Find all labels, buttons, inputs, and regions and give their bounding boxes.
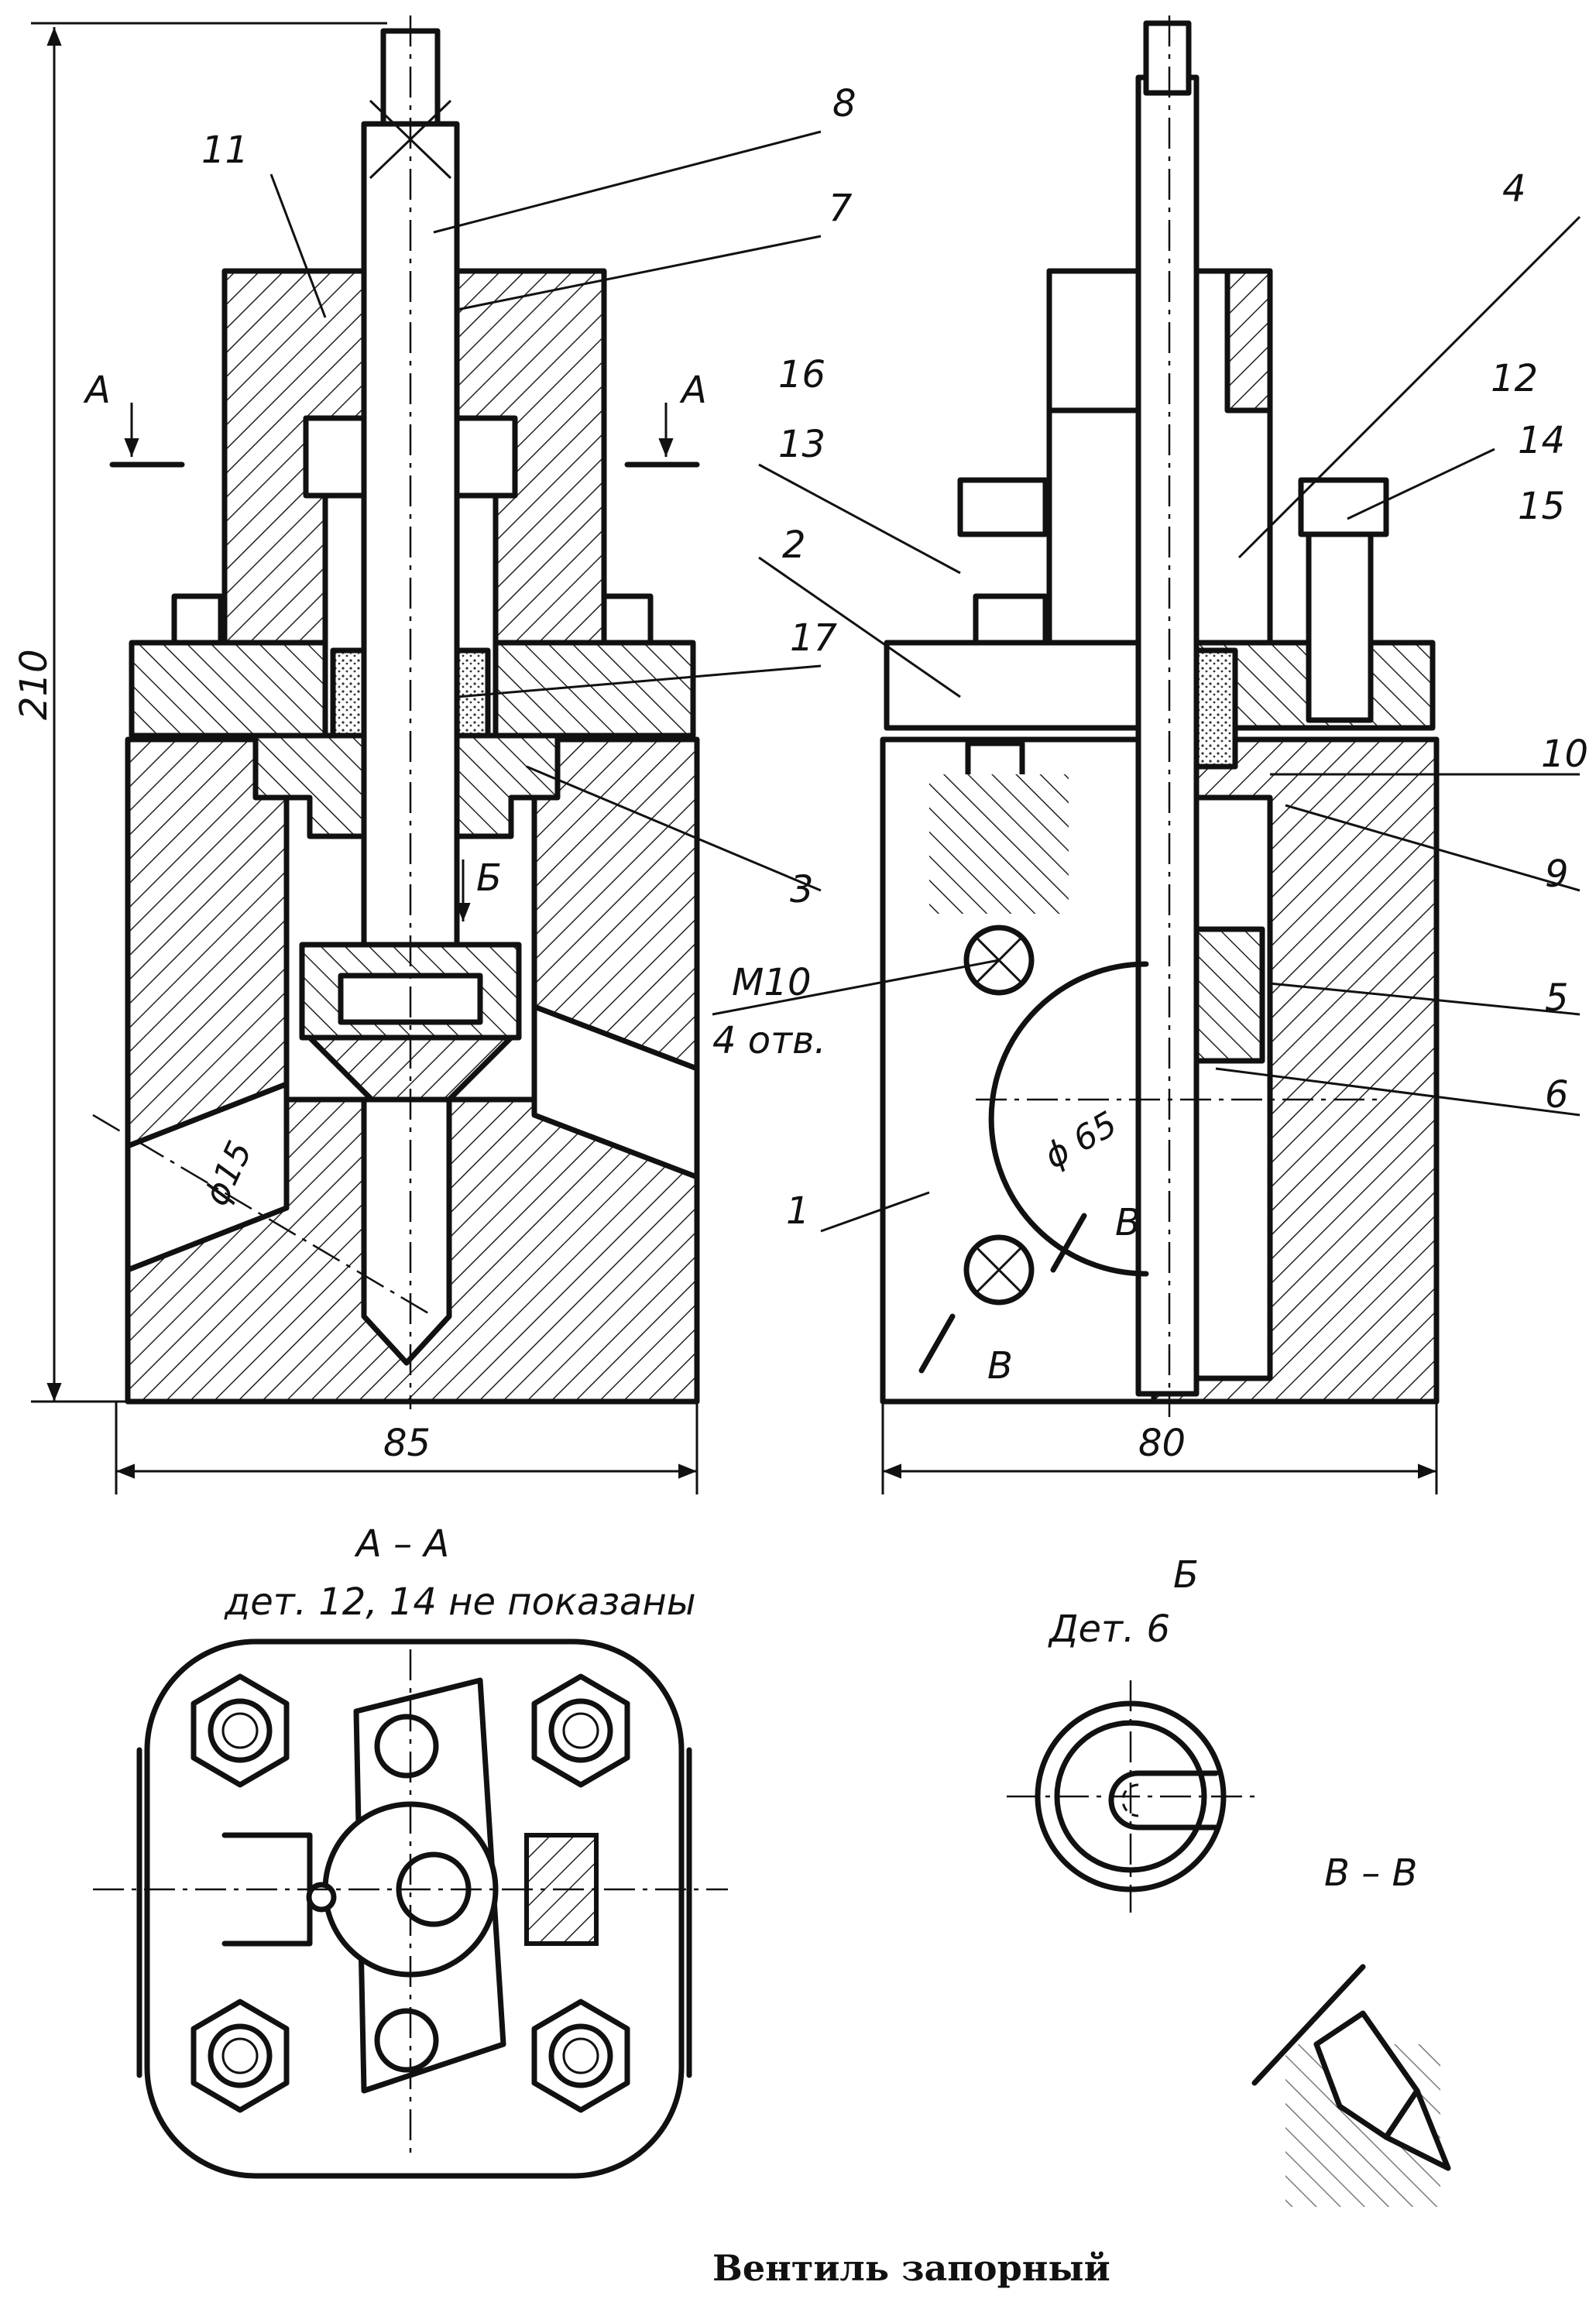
callout-16: 16 <box>778 353 825 396</box>
section-aa-view <box>93 1638 728 2179</box>
dim-thread: M10 <box>732 961 812 1004</box>
section-aa-note: дет. 12, 14 не показаны <box>224 1580 696 1624</box>
callout-11: 11 <box>201 129 249 172</box>
view-b-title: Б <box>1173 1553 1199 1597</box>
dimension-lines <box>31 22 1581 1494</box>
callout-4: 4 <box>1502 167 1526 211</box>
dim-width-front: 85 <box>383 1422 431 1465</box>
callout-12: 12 <box>1491 357 1538 400</box>
callout-14: 14 <box>1518 419 1565 462</box>
annotations: 8 7 11 4 16 13 2 12 14 15 17 3 10 9 5 6 … <box>12 82 1588 2289</box>
section-vv-view <box>1251 1964 1451 2207</box>
mark-b: Б <box>476 856 502 900</box>
mark-v-bottom: B <box>987 1344 1013 1388</box>
dim-width-side: 80 <box>1138 1422 1186 1465</box>
callout-5: 5 <box>1545 976 1569 1020</box>
callout-7: 7 <box>829 187 853 230</box>
section-vv-title: B – B <box>1324 1851 1417 1895</box>
mark-v-top: B <box>1115 1201 1141 1244</box>
view-b-note: Дет. 6 <box>1048 1608 1170 1651</box>
mark-a-left: A <box>83 369 111 412</box>
callout-8: 8 <box>832 82 856 125</box>
callout-9: 9 <box>1545 853 1569 896</box>
callout-3: 3 <box>790 868 814 911</box>
callout-17: 17 <box>790 616 838 660</box>
side-view <box>880 15 1440 1417</box>
dim-holes: 4 отв. <box>712 1019 826 1062</box>
drawing-caption: Вентиль запорный <box>712 2247 1110 2289</box>
dim-height: 210 <box>12 649 56 720</box>
callout-10: 10 <box>1541 733 1588 776</box>
callout-2: 2 <box>782 523 806 567</box>
callout-6: 6 <box>1545 1073 1569 1117</box>
front-section-view <box>92 15 700 1409</box>
callout-1: 1 <box>786 1189 810 1233</box>
mark-a-right: A <box>679 369 707 412</box>
callout-13: 13 <box>778 423 825 466</box>
view-b-detail <box>1007 1680 1254 1913</box>
callout-15: 15 <box>1518 485 1565 528</box>
section-aa-title: A – A <box>354 1522 449 1566</box>
